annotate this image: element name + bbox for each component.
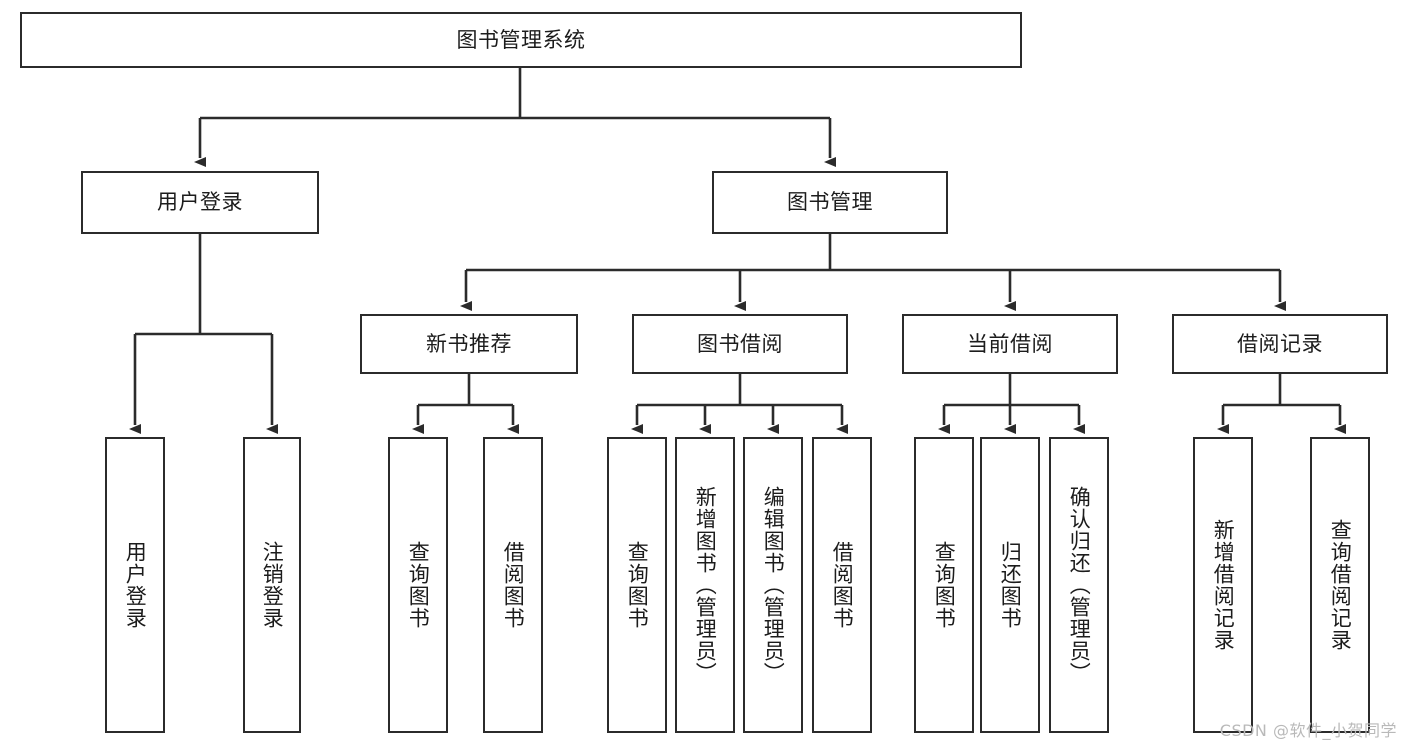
- leaf-edit-book-label: 编辑图书（管理员）: [761, 486, 786, 684]
- leaf-query-record[interactable]: 查询借阅记录: [1310, 437, 1370, 733]
- node-user-login[interactable]: 用户登录: [81, 171, 319, 234]
- node-book-borrow-label: 图书借阅: [697, 331, 783, 356]
- leaf-confirm-return-label: 确认归还（管理员）: [1067, 486, 1092, 684]
- node-borrow-record-label: 借阅记录: [1237, 331, 1323, 356]
- leaf-add-book-label: 新增图书（管理员）: [693, 486, 718, 684]
- leaf-borrow-book-2[interactable]: 借阅图书: [812, 437, 872, 733]
- leaf-return-book-label: 归还图书: [998, 541, 1023, 629]
- node-current-borrow-label: 当前借阅: [967, 331, 1053, 356]
- leaf-logout-label: 注销登录: [260, 541, 285, 629]
- node-user-login-label: 用户登录: [157, 190, 243, 215]
- leaf-query-book-3-label: 查询图书: [932, 541, 957, 629]
- node-new-book-rec[interactable]: 新书推荐: [360, 314, 578, 374]
- leaf-add-record-label: 新增借阅记录: [1211, 519, 1236, 651]
- watermark: CSDN @软件_小贺同学: [1219, 721, 1397, 740]
- node-new-book-rec-label: 新书推荐: [426, 331, 512, 356]
- leaf-logout[interactable]: 注销登录: [243, 437, 301, 733]
- leaf-borrow-book-1[interactable]: 借阅图书: [483, 437, 543, 733]
- node-book-borrow[interactable]: 图书借阅: [632, 314, 848, 374]
- leaf-return-book[interactable]: 归还图书: [980, 437, 1040, 733]
- node-book-manage[interactable]: 图书管理: [712, 171, 948, 234]
- leaf-query-book-1[interactable]: 查询图书: [388, 437, 448, 733]
- leaf-user-login[interactable]: 用户登录: [105, 437, 165, 733]
- node-root[interactable]: 图书管理系统: [20, 12, 1022, 68]
- leaf-query-record-label: 查询借阅记录: [1328, 519, 1353, 651]
- leaf-query-book-1-label: 查询图书: [406, 541, 431, 629]
- leaf-add-book[interactable]: 新增图书（管理员）: [675, 437, 735, 733]
- node-borrow-record[interactable]: 借阅记录: [1172, 314, 1388, 374]
- leaf-query-book-3[interactable]: 查询图书: [914, 437, 974, 733]
- leaf-borrow-book-2-label: 借阅图书: [830, 541, 855, 629]
- leaf-query-book-2-label: 查询图书: [625, 541, 650, 629]
- leaf-confirm-return[interactable]: 确认归还（管理员）: [1049, 437, 1109, 733]
- leaf-borrow-book-1-label: 借阅图书: [501, 541, 526, 629]
- node-current-borrow[interactable]: 当前借阅: [902, 314, 1118, 374]
- node-root-label: 图书管理系统: [456, 27, 586, 52]
- leaf-user-login-label: 用户登录: [123, 541, 148, 629]
- leaf-edit-book[interactable]: 编辑图书（管理员）: [743, 437, 803, 733]
- leaf-add-record[interactable]: 新增借阅记录: [1193, 437, 1253, 733]
- leaf-query-book-2[interactable]: 查询图书: [607, 437, 667, 733]
- node-book-manage-label: 图书管理: [787, 190, 873, 215]
